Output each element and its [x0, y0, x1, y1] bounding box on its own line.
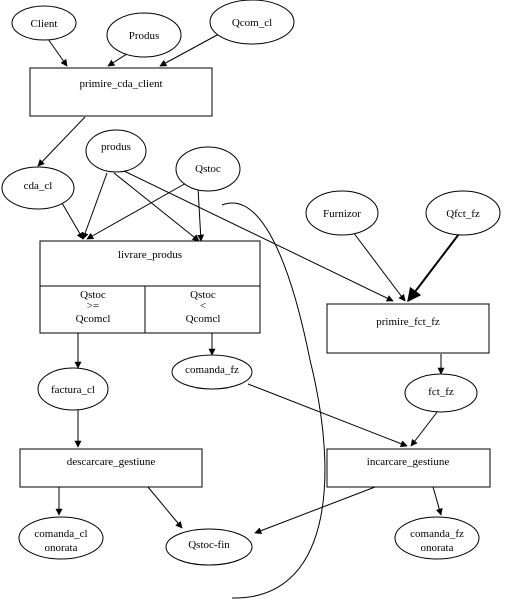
process-livrare-produs: livrare_produs Qstoc >= Qcomcl Qstoc < Q…	[39, 240, 261, 334]
label-qstoc-fin: Qstoc-fin	[188, 539, 230, 551]
label-produs: produs	[101, 141, 131, 153]
label-cond-lt-line-1: Qstoc	[190, 289, 216, 301]
label-comanda-cl-onorata-line-1: comanda_cl	[34, 528, 87, 540]
label-primire-cda-client: primire_cda_client	[79, 78, 162, 90]
edge-qstoc-to-livrare-a	[86, 181, 189, 240]
edge-cda-to-livrare	[61, 202, 84, 240]
label-qstoc: Qstoc	[195, 163, 221, 175]
node-client: Client	[11, 5, 77, 41]
node-furnizor: Furnizor	[305, 190, 379, 236]
label-qfct-fz: Qfct_fz	[446, 208, 480, 220]
edge-client-to-primire	[47, 38, 68, 67]
node-comanda-fz-onorata: comanda_fz onorata	[394, 516, 480, 560]
node-qfct-fz: Qfct_fz	[425, 190, 501, 236]
label-comanda-fz-onorata-line-2: onorata	[421, 542, 454, 554]
edges	[37, 27, 463, 599]
node-comanda-cl-onorata: comanda_cl onorata	[18, 516, 104, 560]
edge-primire-to-cda	[37, 116, 86, 167]
label-qcom-cl: Qcom_cl	[232, 17, 272, 29]
label-primire-fct-fz: primire_fct_fz	[376, 316, 440, 328]
label-factura-cl: factura_cl	[51, 384, 95, 396]
edge-fct-to-incarcare	[410, 406, 442, 447]
node-cda-cl: cda_cl	[1, 166, 75, 210]
edge-produs-to-livrare-a	[81, 172, 108, 240]
label-cond-lt-line-3: Qcomcl	[186, 313, 221, 325]
label-comanda-fz: comanda_fz	[185, 364, 239, 376]
edge-produs-to-livrare-b	[113, 172, 200, 242]
edge-qstoc-to-livrare-b	[197, 187, 205, 242]
label-comanda-cl-onorata-line-2: onorata	[45, 542, 78, 554]
feedback-loop-curve	[221, 202, 326, 599]
process-primire-fct-fz: primire_fct_fz	[326, 303, 490, 354]
label-cond-ge-line-1: Qstoc	[80, 289, 106, 301]
process-primire-cda-client: primire_cda_client	[29, 67, 213, 117]
process-incarcare-gestiune: incarcare_gestiune	[326, 448, 491, 488]
edge-incarcare-to-qstoc-fin	[254, 486, 376, 535]
label-livrare-produs: livrare_produs	[118, 249, 182, 261]
label-cond-lt-line-2: <	[200, 300, 206, 312]
label-produs-top: Produs	[129, 30, 160, 42]
label-cond-ge-line-2: >=	[87, 300, 99, 312]
edge-produs-to-primire-fct	[121, 169, 394, 302]
node-comanda-fz: comanda_fz	[171, 354, 253, 390]
edge-comanda-fz-to-incarcare	[247, 383, 408, 447]
label-incarcare-gestiune: incarcare_gestiune	[367, 456, 450, 468]
process-descarcare-gestiune: descarcare_gestiune	[19, 448, 203, 488]
label-fct-fz: fct_fz	[428, 386, 454, 398]
node-qstoc-fin: Qstoc-fin	[165, 528, 253, 566]
label-descarcare-gestiune: descarcare_gestiune	[67, 456, 156, 468]
label-cda-cl: cda_cl	[24, 180, 53, 192]
edge-descarcare-to-qstoc-fin	[147, 486, 183, 529]
node-factura-cl: factura_cl	[37, 367, 109, 411]
edge-qfct-to-primire-fct	[407, 229, 463, 303]
edge-furnizor-to-primire-fct	[349, 227, 406, 302]
node-qcom-cl: Qcom_cl	[209, 0, 295, 45]
node-produs: produs	[85, 129, 147, 173]
label-cond-ge-line-3: Qcomcl	[76, 313, 111, 325]
label-client: Client	[31, 18, 58, 30]
edge-incarcare-to-comanda-fz-onorata	[432, 486, 443, 516]
node-fct-fz: fct_fz	[404, 373, 478, 413]
label-furnizor: Furnizor	[323, 208, 361, 220]
label-comanda-fz-onorata-line-1: comanda_fz	[410, 528, 464, 540]
node-produs-top: Produs	[106, 12, 182, 58]
node-qstoc: Qstoc	[175, 146, 241, 192]
